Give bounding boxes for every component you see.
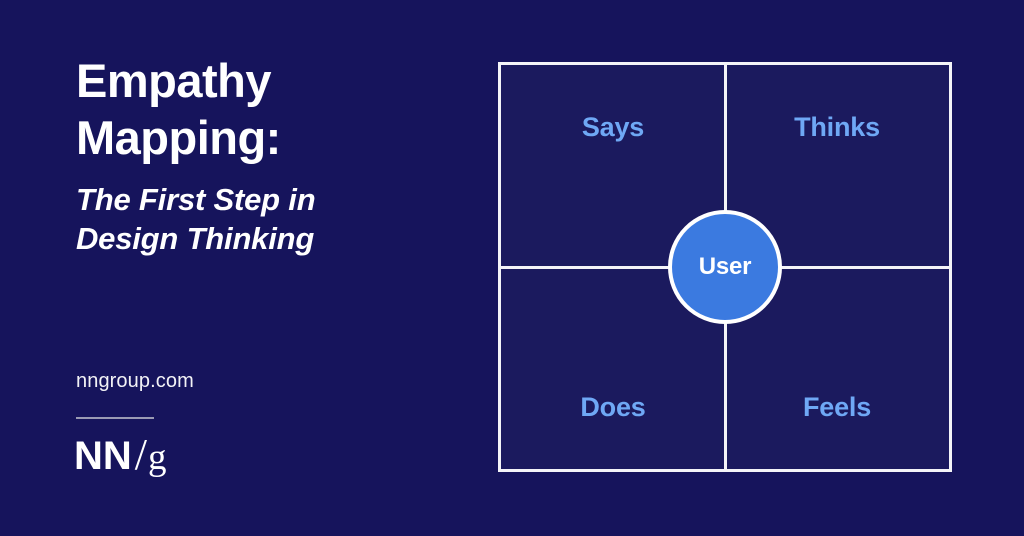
- logo-mark-nn: NN: [74, 434, 132, 478]
- site-url: nngroup.com: [76, 370, 194, 392]
- headline-block: Empathy Mapping: The First Step in Desig…: [76, 52, 456, 258]
- logo-slash: /: [134, 430, 148, 479]
- quadrant-does: Does: [501, 267, 725, 469]
- quadrant-feels: Feels: [725, 267, 949, 469]
- empathy-map-grid: Says Thinks Does Feels User: [498, 62, 952, 472]
- quadrant-thinks: Thinks: [725, 65, 949, 267]
- quadrant-says: Says: [501, 65, 725, 267]
- quadrant-label-thinks: Thinks: [794, 112, 880, 142]
- quadrant-label-feels: Feels: [802, 392, 872, 422]
- user-center-node: User: [668, 210, 782, 324]
- quadrant-label-does: Does: [580, 392, 646, 422]
- logo-suffix-g: g: [148, 437, 167, 478]
- user-center-label: User: [698, 253, 752, 280]
- quadrant-label-says: Says: [581, 112, 645, 142]
- page-subtitle: The First Step in Design Thinking: [76, 182, 316, 256]
- page-title: Empathy Mapping:: [76, 54, 281, 164]
- nng-logo: NN / g: [74, 432, 167, 481]
- divider-rule: [76, 417, 154, 419]
